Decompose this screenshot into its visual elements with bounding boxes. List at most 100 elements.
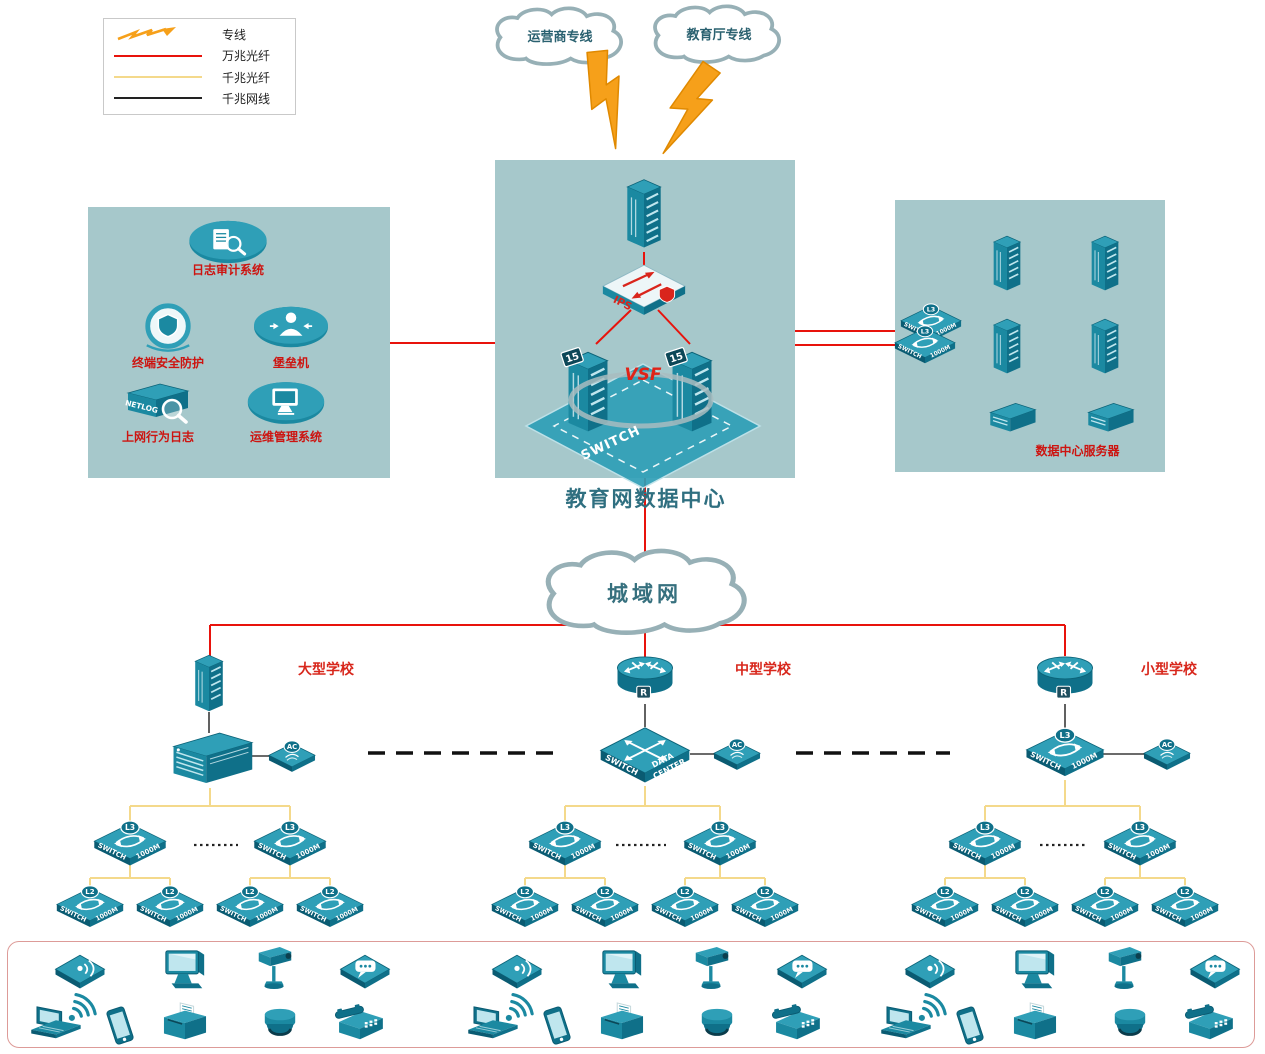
endpoint-devices-box	[7, 941, 1255, 1048]
dc-server-2-icon-svg	[1090, 235, 1120, 291]
ops-label: 运维管理系统	[249, 430, 322, 444]
group-2-smartphone-icon	[540, 1005, 574, 1049]
medium-school-core-icon: SWITCH DATA CENTER	[596, 724, 694, 790]
datacenter-title: 教育网数据中心	[565, 486, 727, 511]
ips-device-icon-svg: IPS	[601, 264, 687, 315]
svg-text:L2: L2	[85, 887, 94, 896]
svg-text:L3: L3	[1135, 823, 1145, 832]
group-3-smartphone-icon-svg	[956, 1006, 984, 1045]
lightning-bolt-left	[586, 49, 620, 150]
group-1-ptz-camera-icon-svg	[258, 946, 292, 990]
group-3-wireless-ap-icon	[901, 950, 959, 992]
medium-l2-switch-3-icon: L2 SWITCH 1000M	[649, 884, 721, 932]
group-3-wifi-signal-icon-svg	[918, 993, 947, 1021]
group-1-printer-icon-svg	[163, 1002, 207, 1040]
ips-device-icon: IPS	[600, 261, 688, 319]
dc-server-1-icon	[987, 232, 1027, 292]
group-2-im-chat-icon-svg	[776, 954, 828, 989]
group-3-dome-camera-icon-svg	[1114, 1008, 1146, 1036]
group-2-printer-icon-svg	[600, 1002, 644, 1040]
legend-label: 万兆光纤	[222, 49, 271, 64]
small-l3-switch-2-icon-svg: L3 SWITCH 1000M	[1103, 820, 1177, 866]
legend: 专线 万兆光纤 千兆光纤 千兆网线	[103, 18, 296, 115]
large-school-gateway-icon-svg	[194, 654, 224, 712]
log-audit-icon-svg	[189, 220, 267, 264]
medium-l2-switch-4-icon: L2 SWITCH 1000M	[729, 884, 801, 932]
stack-switch-rear-icon: L3 SWITCH 1000M	[899, 302, 963, 346]
svg-text:L2: L2	[1180, 887, 1189, 896]
group-2-ptz-camera-icon	[690, 943, 734, 993]
group-1-im-chat-icon	[336, 950, 394, 992]
legend-row-10g: 万兆光纤	[114, 47, 285, 64]
svg-text:L3: L3	[921, 328, 930, 336]
svg-text:AC: AC	[287, 743, 297, 751]
large-l3-switch-2-icon: L3 SWITCH 1000M	[252, 819, 328, 871]
small-l2-switch-1-icon: L2 SWITCH 1000M	[909, 884, 981, 932]
small-school-router-icon-svg: R	[1037, 656, 1093, 699]
dc-server-1-icon-svg	[992, 235, 1022, 291]
red-line-sample	[114, 54, 214, 57]
group-1-printer-icon	[159, 1001, 211, 1045]
group-1-ptz-camera-icon	[253, 943, 297, 993]
svg-text:AC: AC	[1162, 741, 1172, 749]
large-l2-switch-4-icon: L2 SWITCH 1000M	[294, 884, 366, 932]
small-l2-switch-4-icon-svg: L2 SWITCH 1000M	[1151, 885, 1219, 928]
medium-l2-switch-1-icon-svg: L2 SWITCH 1000M	[491, 885, 559, 928]
group-3-laptop-icon	[877, 1005, 933, 1043]
group-3-wifi-signal-icon	[912, 982, 958, 1024]
group-3-desktop-icon-svg	[1015, 950, 1055, 989]
black-line-sample	[114, 97, 214, 100]
small-school-ac-icon-svg: AC	[1143, 738, 1191, 770]
group-2-dome-camera-icon	[698, 1003, 736, 1047]
group-3-ptz-camera-icon-svg	[1108, 946, 1142, 990]
vsf-ring-icon-svg	[568, 371, 714, 429]
dc-server-3-icon-svg	[992, 318, 1022, 374]
stack-switch-rear-icon-svg: L3 SWITCH 1000M	[900, 303, 962, 342]
lightning-bolts	[586, 49, 721, 155]
large-l2-switch-2-icon-svg: L2 SWITCH 1000M	[136, 885, 204, 928]
stack-switch-front-icon: L3 SWITCH 1000M	[893, 324, 957, 368]
svg-text:L3: L3	[560, 823, 570, 832]
svg-text:L2: L2	[760, 887, 769, 896]
svg-text:L3: L3	[125, 823, 135, 832]
group-2-telephone-icon	[770, 1003, 824, 1043]
dc-server-4-icon	[1085, 315, 1125, 375]
large-l3-switch-1-icon-svg: L3 SWITCH 1000M	[93, 820, 167, 866]
group-3-im-chat-icon	[1186, 950, 1244, 992]
disk-array-1-icon	[983, 398, 1041, 436]
small-l2-switch-4-icon: L2 SWITCH 1000M	[1149, 884, 1221, 932]
medium-l2-switch-2-icon: L2 SWITCH 1000M	[569, 884, 641, 932]
svg-text:L3: L3	[980, 823, 990, 832]
legend-row-1g-copper: 千兆网线	[114, 90, 285, 107]
medium-l3-switch-2-icon: L3 SWITCH 1000M	[682, 819, 758, 871]
svg-text:L3: L3	[1060, 730, 1071, 740]
group-1-wifi-signal-icon	[62, 982, 108, 1024]
legend-label: 专线	[222, 28, 247, 43]
group-1-laptop-icon	[27, 1005, 83, 1043]
group-1-telephone-icon-svg	[335, 1004, 383, 1040]
large-l2-switch-4-icon-svg: L2 SWITCH 1000M	[296, 885, 364, 928]
small-l3-switch-2-icon: L3 SWITCH 1000M	[1102, 819, 1178, 871]
firewall-icon	[620, 169, 668, 255]
group-1-dome-camera-icon-svg	[264, 1008, 296, 1036]
group-1-smartphone-icon	[103, 1005, 137, 1049]
legend-row-1g-fiber: 千兆光纤	[114, 69, 285, 86]
small-l2-switch-3-icon: L2 SWITCH 1000M	[1069, 884, 1141, 932]
vsf-label: VSF	[624, 365, 662, 385]
svg-text:L2: L2	[520, 887, 529, 896]
black-1g-copper-links	[208, 704, 1145, 757]
edu-cloud-label: 教育厅专线	[686, 28, 752, 43]
group-3-laptop-icon-svg	[881, 1006, 931, 1039]
medium-school-ac-icon-svg: AC	[713, 738, 761, 770]
firewall-icon-svg	[626, 179, 662, 248]
group-2-desktop-icon	[597, 947, 647, 993]
svg-text:R: R	[1060, 687, 1067, 698]
medium-l2-switch-1-icon: L2 SWITCH 1000M	[489, 884, 561, 932]
small-l2-switch-3-icon-svg: L2 SWITCH 1000M	[1071, 885, 1139, 928]
group-2-wireless-ap-icon	[488, 950, 546, 992]
svg-text:L2: L2	[325, 887, 334, 896]
medium-l3-switch-2-icon-svg: L3 SWITCH 1000M	[683, 820, 757, 866]
group-1-laptop-icon-svg	[31, 1006, 81, 1039]
large-l2-switch-2-icon: L2 SWITCH 1000M	[134, 884, 206, 932]
